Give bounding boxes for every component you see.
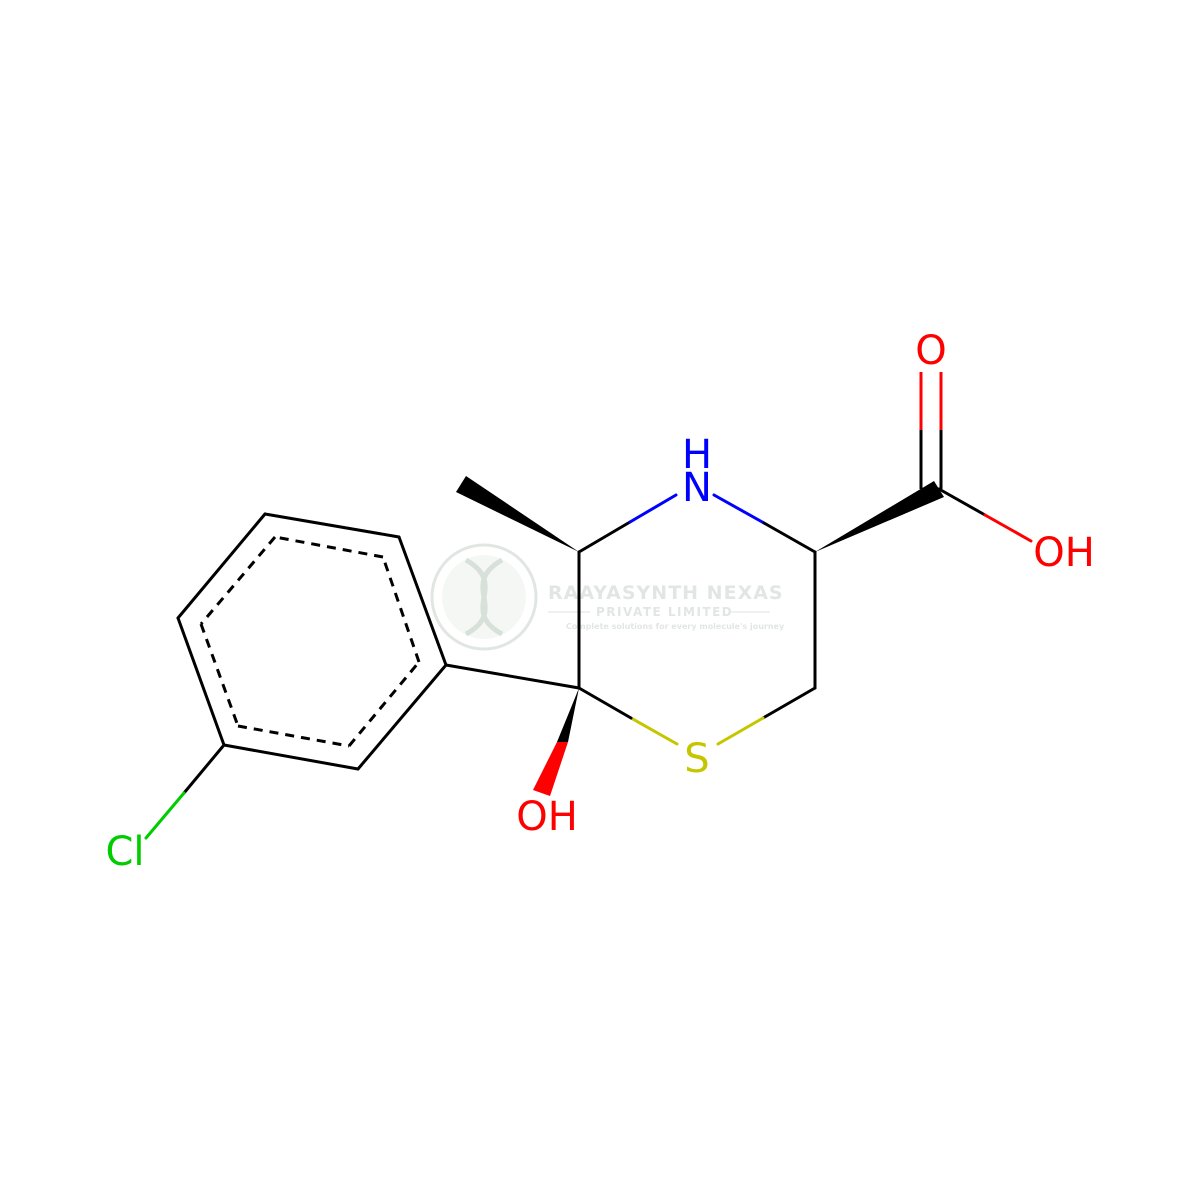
atom-label-ring-hydroxyl: OH [516, 794, 578, 840]
bond-ring-3 [176, 512, 267, 620]
watermark: RAAYASYNTH NEXAS PRIVATE LIMITED Complet… [430, 543, 785, 651]
bond-s-c2-black [577, 686, 633, 720]
bond-c-cl-green [144, 791, 186, 840]
aromatic-bond-4 [199, 623, 240, 727]
aromatic-bond-3 [199, 536, 277, 625]
bond-acid-oh-red [983, 513, 1033, 543]
bond-n-c5-blue [712, 493, 766, 525]
wedge-bond-carboxyl [815, 481, 944, 552]
atom-label-chlorine: Cl [105, 829, 144, 875]
watermark-tagline: Complete solutions for every molecule's … [566, 622, 785, 631]
bond-aryl-c2 [444, 663, 581, 690]
watermark-logo-icon [430, 543, 538, 651]
thiomorpholine-ring [577, 493, 817, 746]
bond-ring-1 [397, 535, 448, 667]
atom-label-nitrogen: N [682, 465, 712, 511]
bond-c3-n-black [577, 520, 632, 554]
aromatic-bond-2 [274, 535, 384, 559]
bond-c-cl-black [182, 743, 226, 795]
bond-c6-s-yellow [716, 716, 765, 746]
bond-ring-5 [222, 743, 360, 771]
bond-ring-6 [356, 663, 448, 771]
atom-label-nh-hydrogen: H [682, 432, 712, 478]
aromatic-bond-1 [381, 556, 421, 663]
atom-label-carbonyl-oxygen: O [915, 328, 946, 374]
bond-ring-2 [263, 512, 401, 539]
aromatic-inner-ring [199, 535, 421, 748]
benzene-ring [176, 512, 448, 771]
wedge-bond-methyl [456, 476, 579, 552]
aromatic-bond-6 [347, 661, 421, 747]
bond-n-c5-black [762, 521, 817, 554]
dna-helix-icon [464, 557, 504, 637]
bond-c3-n-blue [628, 493, 678, 524]
bond-c6-s-black [761, 686, 817, 720]
bond-ring-4 [176, 616, 226, 747]
wedge-bond-hydroxyl-red [533, 742, 568, 796]
aromatic-bond-5 [237, 724, 350, 748]
atom-label-sulfur: S [684, 736, 709, 782]
bond-acid-oh-black [937, 487, 987, 517]
bond-s-c2-yellow [629, 716, 679, 746]
watermark-company: RAAYASYNTH NEXAS [548, 582, 784, 604]
watermark-subtitle: PRIVATE LIMITED [596, 605, 733, 619]
wedge-bond-hydroxyl-black [557, 688, 579, 742]
atom-label-acid-hydroxyl: OH [1033, 530, 1095, 576]
